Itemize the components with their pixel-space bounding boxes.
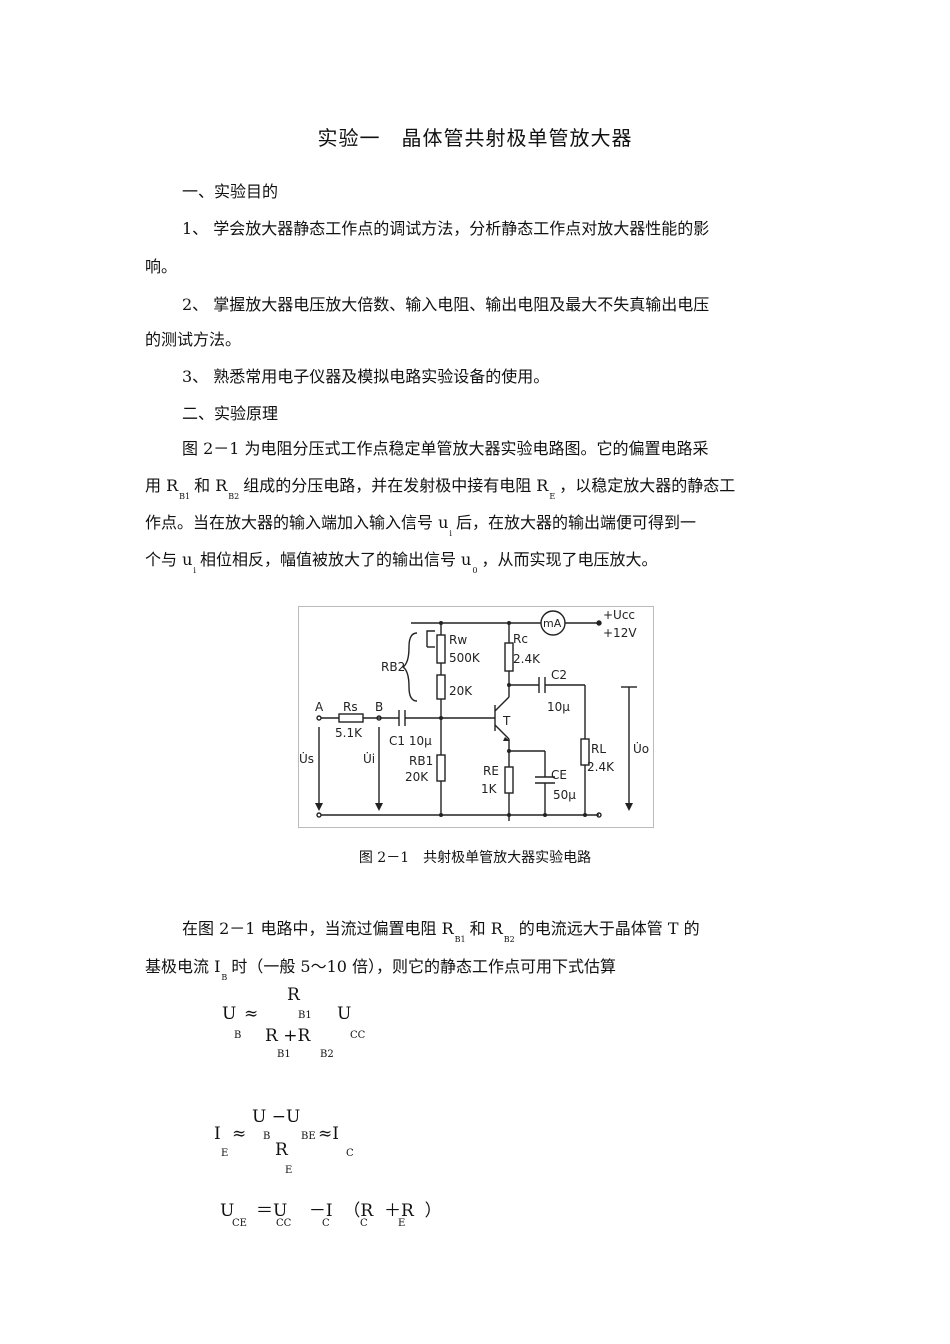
label-b: B [375,700,383,714]
label-20k: 20K [449,684,473,698]
purpose-item-1-cont: 响。 [145,257,178,276]
paragraph-line: 个与 ui相位相反，幅值被放大了的输出信号 u0，从而实现了电压放大。 [145,550,658,575]
label-rc-value: 2.4K [513,652,541,666]
label-re-value: 1K [481,782,498,796]
circuit-diagram: +Ucc +12V mA Rw 500K Rc 2.4K RB2 20K C2 … [298,606,654,828]
figure-caption: 图 2－1 共射极单管放大器实验电路 [358,850,592,866]
purpose-item-3: 3、 熟悉常用电子仪器及模拟电路实验设备的使用。 [182,367,550,386]
section-heading-purpose: 一、实验目的 [182,182,279,201]
purpose-item-1: 1、 学会放大器静态工作点的调试方法，分析静态工作点对放大器性能的影 [182,219,710,238]
label-uo: U̇o [633,742,649,756]
label-ui: U̇i [363,752,375,766]
label-ucc: +Ucc [603,608,635,622]
purpose-item-2: 2、 掌握放大器电压放大倍数、输入电阻、输出电阻及最大不失真输出电压 [182,295,710,314]
label-12v: +12V [603,626,637,640]
page-title: 实验一 晶体管共射极单管放大器 [317,126,633,150]
label-rs: Rs [343,700,358,714]
paragraph-line: 在图 2－1 电路中，当流过偏置电阻 RB1和 RB2的电流远大于晶体管 T 的 [182,919,700,944]
label-c1: C1 10μ [389,734,432,748]
label-rl: RL [591,742,606,756]
label-rl-value: 2.4K [587,760,615,774]
label-c2: C2 [551,668,567,682]
label-rb1: RB1 [409,754,433,768]
paragraph-line: 作点。当在放大器的输入端加入输入信号 ui后，在放大器的输出端便可得到一 [145,513,696,538]
label-rs-value: 5.1K [335,726,363,740]
label-ce: CE [551,768,567,782]
label-ma: mA [543,617,562,630]
label-us: U̇s [299,752,314,766]
label-a: A [315,700,324,714]
label-t: T [502,714,511,728]
label-c2-value: 10μ [547,700,570,714]
label-re: RE [483,764,499,778]
label-rw: Rw [449,633,467,647]
label-rb1-value: 20K [405,770,429,784]
label-rw-value: 500K [449,651,481,665]
paragraph-line: 基极电流 IB时（一般 5～10 倍），则它的静态工作点可用下式估算 [145,957,617,982]
label-rb2: RB2 [381,660,405,674]
paragraph-line: 用 RB1和 RB2组成的分压电路，并在发射极中接有电阻 RE，以稳定放大器的静… [145,476,736,501]
paragraph-line: 图 2－1 为电阻分压式工作点稳定单管放大器实验电路图。它的偏置电路采 [182,439,709,458]
label-ce-value: 50μ [553,788,576,802]
purpose-item-2-cont: 的测试方法。 [145,330,242,349]
label-rc: Rc [513,632,528,646]
section-heading-principle: 二、实验原理 [182,404,279,423]
